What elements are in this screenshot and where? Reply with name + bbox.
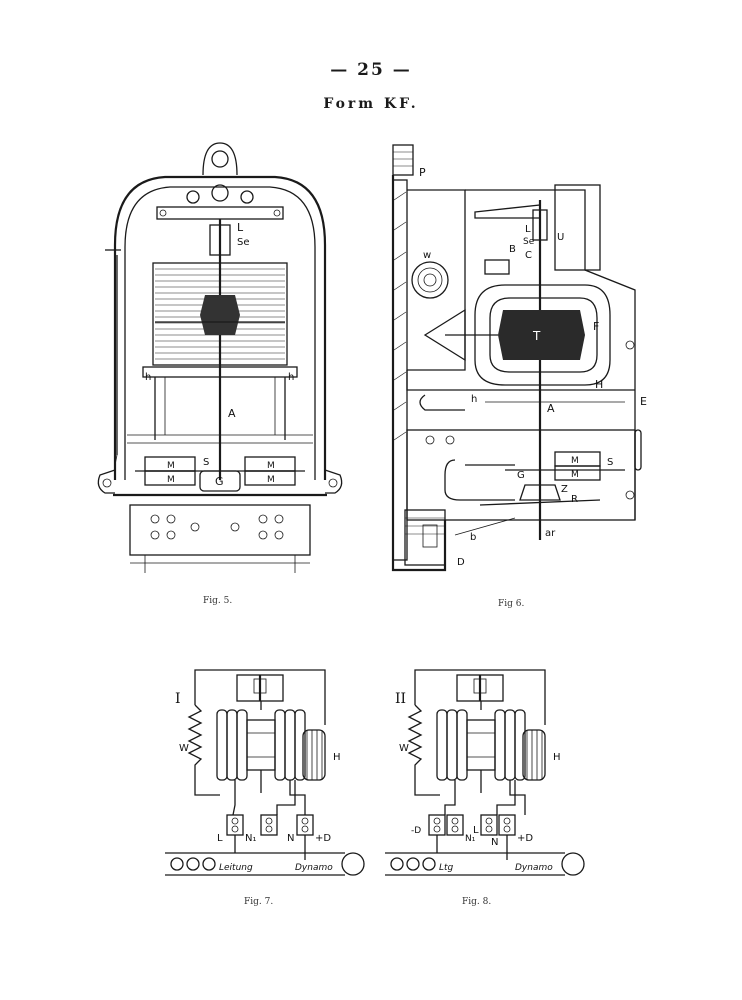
fig6-label-D: D [457,557,465,568]
fig6-label-h: h [471,394,477,405]
fig7-label-dynamo: Dynamo [295,863,333,873]
figure-7-wiring-diagram: I W H L N₁ N +D Leitung Dynamo [165,665,365,885]
fig6-label-Z: Z [561,484,568,495]
fig8-label-W: W [399,743,409,754]
fig8-label-N: N [491,837,498,848]
fig6-label-T: T [532,329,541,343]
fig7-label-N: N [287,833,294,844]
fig7-label-W: W [179,743,189,754]
fig7-label-numeral: I [175,691,181,707]
fig8-label-N1: N₁ [465,834,476,844]
page-title: Form KF. [323,96,419,112]
fig6-label-Se: Se [523,237,535,247]
fig5-label-Se: Se [237,237,250,248]
fig7-label-H: H [333,752,341,763]
fig6-label-P: P [419,166,426,179]
fig8-label-plusD: +D [517,833,533,844]
fig8-label-ltg: Ltg [439,863,454,873]
fig5-label-G: G [215,475,224,488]
fig7-label-N1: N₁ [245,833,257,844]
figure-8-wiring-diagram: II W H -D N₁ L N +D Ltg Dynamo [385,665,585,885]
fig7-label-L: L [217,833,223,844]
fig6-label-ar: ar [545,528,556,539]
fig5-label-L: L [237,221,244,234]
fig5-label-h-right: h [288,372,294,383]
fig7-label-plusD: +D [315,833,331,844]
fig5-label-M4: M [267,475,275,485]
fig6-label-B: B [509,244,516,255]
fig8-label-H: H [553,752,561,763]
fig8-label-numeral: II [395,691,406,707]
fig8-label-dynamo: Dynamo [515,863,553,873]
fig6-label-F: F [593,320,599,333]
fig5-label-M3: M [267,461,275,471]
fig5-label-S: S [203,457,209,468]
fig8-label-minusD: -D [411,826,421,836]
fig6-label-H: H [595,378,603,391]
figure-6-caption: Fig 6. [498,599,525,609]
figure-6-drawing: P L Se U B C w T F H h A E G M M S Z R b… [391,144,647,572]
fig5-label-M2: M [167,475,175,485]
fig6-label-C: C [525,250,532,261]
fig5-label-h-left: h [145,372,151,383]
fig5-label-M1: M [167,461,175,471]
figure-8-drawing: II W H -D N₁ L N +D Ltg Dynamo [385,669,585,876]
fig6-label-M1: M [571,456,579,466]
fig6-label-U: U [557,232,564,243]
figure-5-drawing: L Se h h A M M M M S G [97,142,343,573]
figure-6-side-section: P L Se U B C w T F H h A E G M M S Z R b… [385,140,655,585]
figure-7-caption: Fig. 7. [244,897,274,907]
fig6-label-b: b [470,532,476,543]
fig6-label-A: A [547,402,555,415]
fig7-label-leitung: Leitung [219,863,253,873]
fig5-label-A: A [228,407,236,420]
figure-8-caption: Fig. 8. [462,897,492,907]
fig6-label-S: S [607,457,613,468]
fig6-label-G: G [517,470,525,481]
figure-5-front-view: L Se h h A M M M M S G [95,135,345,585]
fig8-label-L: L [473,825,479,836]
fig6-label-w: w [423,250,431,261]
figure-5-caption: Fig. 5. [203,596,233,606]
page-number: — 25 — [330,60,412,80]
fig6-label-E: E [640,395,647,408]
fig6-label-L: L [525,224,531,235]
figure-7-drawing: I W H L N₁ N +D Leitung Dynamo [165,669,365,876]
fig6-label-R: R [571,494,578,505]
fig6-label-M2: M [571,470,579,480]
